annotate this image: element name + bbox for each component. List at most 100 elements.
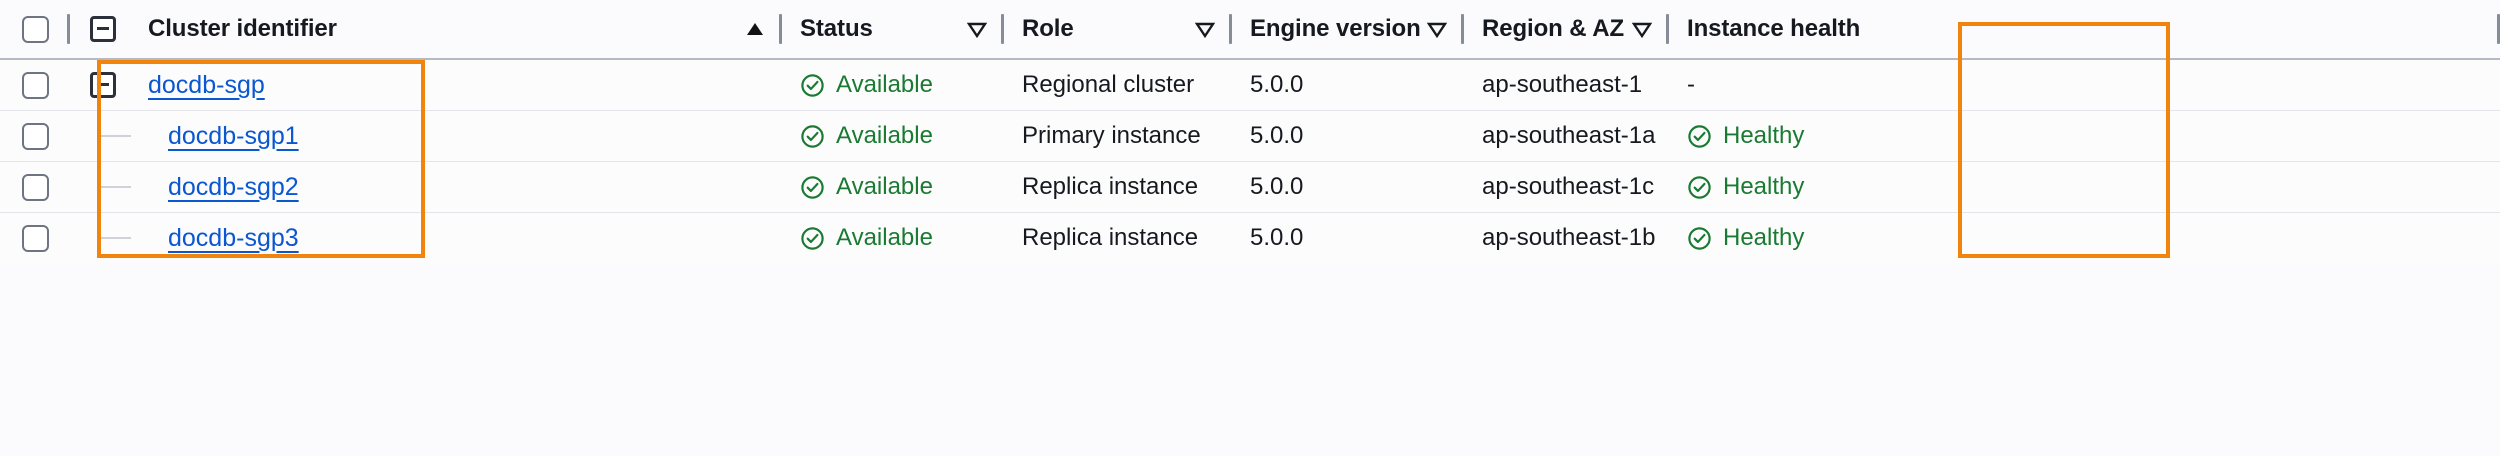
role-text: Replica instance [1022, 173, 1199, 200]
cell-status: Available [782, 110, 1004, 162]
cell-region-az: ap-southeast-1a [1464, 110, 1669, 162]
engine-version-text: 5.0.0 [1250, 224, 1304, 251]
status-ok-icon [800, 226, 825, 251]
row-checkbox[interactable] [22, 173, 49, 201]
table-row[interactable]: docdb-sgp3 Available [0, 212, 2500, 263]
instance-health-text: Healthy [1723, 122, 1805, 149]
table-row[interactable]: docdb-sgp Available [0, 59, 2500, 111]
cell-instance-health: - [1669, 59, 2500, 111]
region-az-text: ap-southeast-1a [1482, 122, 1656, 149]
tree-connector [90, 213, 136, 263]
row-select-cell [0, 59, 72, 111]
clusters-table: Cluster identifier Status [0, 0, 2500, 263]
role-text: Regional cluster [1022, 71, 1195, 98]
table-row[interactable]: docdb-sgp2 Available [0, 161, 2500, 213]
cell-engine-version: 5.0.0 [1232, 161, 1464, 213]
region-az-text: ap-southeast-1 [1482, 71, 1643, 98]
cell-cluster-identifier: docdb-sgp2 [72, 161, 782, 213]
header-status[interactable]: Status [782, 0, 1004, 60]
row-select-cell [0, 161, 72, 213]
status-text: Available [836, 173, 933, 200]
instance-health-text: Healthy [1723, 173, 1805, 200]
cell-cluster-identifier: docdb-sgp1 [72, 110, 782, 162]
header-role[interactable]: Role [1004, 0, 1232, 60]
header-region-az[interactable]: Region & AZ [1464, 0, 1669, 60]
table-header: Cluster identifier Status [0, 0, 2500, 60]
header-cluster-identifier[interactable]: Cluster identifier [72, 0, 782, 60]
cell-region-az: ap-southeast-1 [1464, 59, 1669, 111]
column-divider [2497, 14, 2500, 44]
cell-region-az: ap-southeast-1c [1464, 161, 1669, 213]
status-text: Available [836, 71, 933, 98]
cell-role: Replica instance [1004, 161, 1232, 213]
tree-connector [90, 111, 136, 161]
engine-version-text: 5.0.0 [1250, 122, 1304, 149]
cell-instance-health: Healthy [1669, 212, 2500, 263]
header-label-role: Role [1022, 15, 1074, 42]
cell-engine-version: 5.0.0 [1232, 212, 1464, 263]
cell-status: Available [782, 161, 1004, 213]
header-instance-health[interactable]: Instance health [1669, 0, 2500, 60]
sort-ascending-icon[interactable] [744, 18, 766, 40]
status-text: Available [836, 122, 933, 149]
instance-link[interactable]: docdb-sgp1 [168, 121, 299, 150]
row-checkbox[interactable] [22, 224, 49, 252]
instance-health-text: - [1687, 71, 1695, 98]
row-select-cell [0, 110, 72, 162]
row-checkbox[interactable] [22, 122, 49, 150]
row-select-cell [0, 212, 72, 263]
sort-descending-icon[interactable] [1631, 18, 1653, 40]
status-ok-icon [800, 73, 825, 98]
cell-status: Available [782, 212, 1004, 263]
cell-status: Available [782, 59, 1004, 111]
cluster-link[interactable]: docdb-sgp [148, 70, 265, 99]
header-select-all-cell [0, 0, 72, 60]
cell-engine-version: 5.0.0 [1232, 59, 1464, 111]
select-all-checkbox[interactable] [22, 15, 49, 43]
status-ok-icon [1687, 175, 1712, 200]
status-ok-icon [1687, 124, 1712, 149]
row-checkbox[interactable] [22, 71, 49, 99]
column-divider [67, 14, 70, 44]
column-divider [1666, 14, 1669, 44]
sort-descending-icon[interactable] [1426, 18, 1448, 40]
role-text: Replica instance [1022, 224, 1199, 251]
header-row: Cluster identifier Status [0, 0, 2500, 60]
sort-descending-icon[interactable] [1194, 18, 1216, 40]
sort-descending-icon[interactable] [966, 18, 988, 40]
cell-region-az: ap-southeast-1b [1464, 212, 1669, 263]
tree-connector [90, 162, 136, 212]
cell-instance-health: Healthy [1669, 110, 2500, 162]
table-row[interactable]: docdb-sgp1 Available [0, 110, 2500, 162]
cell-cluster-identifier: docdb-sgp3 [72, 212, 782, 263]
cell-role: Primary instance [1004, 110, 1232, 162]
header-label-region-az: Region & AZ [1482, 15, 1624, 42]
region-az-text: ap-southeast-1c [1482, 173, 1655, 200]
header-label-cluster-identifier: Cluster identifier [148, 15, 337, 42]
cell-instance-health: Healthy [1669, 161, 2500, 213]
cell-role: Regional cluster [1004, 59, 1232, 111]
status-ok-icon [800, 175, 825, 200]
column-divider [779, 14, 782, 44]
header-label-engine-version: Engine version [1250, 15, 1421, 42]
instance-link[interactable]: docdb-sgp2 [168, 172, 299, 201]
status-ok-icon [800, 124, 825, 149]
instance-health-text: Healthy [1723, 224, 1805, 251]
collapse-icon[interactable] [90, 72, 116, 98]
instance-link[interactable]: docdb-sgp3 [168, 223, 299, 252]
collapse-all-icon[interactable] [90, 16, 116, 42]
status-ok-icon [1687, 226, 1712, 251]
column-divider [1001, 14, 1004, 44]
header-label-instance-health: Instance health [1687, 15, 1861, 42]
status-text: Available [836, 224, 933, 251]
header-engine-version[interactable]: Engine version [1232, 0, 1464, 60]
engine-version-text: 5.0.0 [1250, 173, 1304, 200]
column-divider [1229, 14, 1232, 44]
engine-version-text: 5.0.0 [1250, 71, 1304, 98]
role-text: Primary instance [1022, 122, 1201, 149]
cell-cluster-identifier: docdb-sgp [72, 59, 782, 111]
cell-role: Replica instance [1004, 212, 1232, 263]
header-label-status: Status [800, 15, 873, 42]
column-divider [1461, 14, 1464, 44]
